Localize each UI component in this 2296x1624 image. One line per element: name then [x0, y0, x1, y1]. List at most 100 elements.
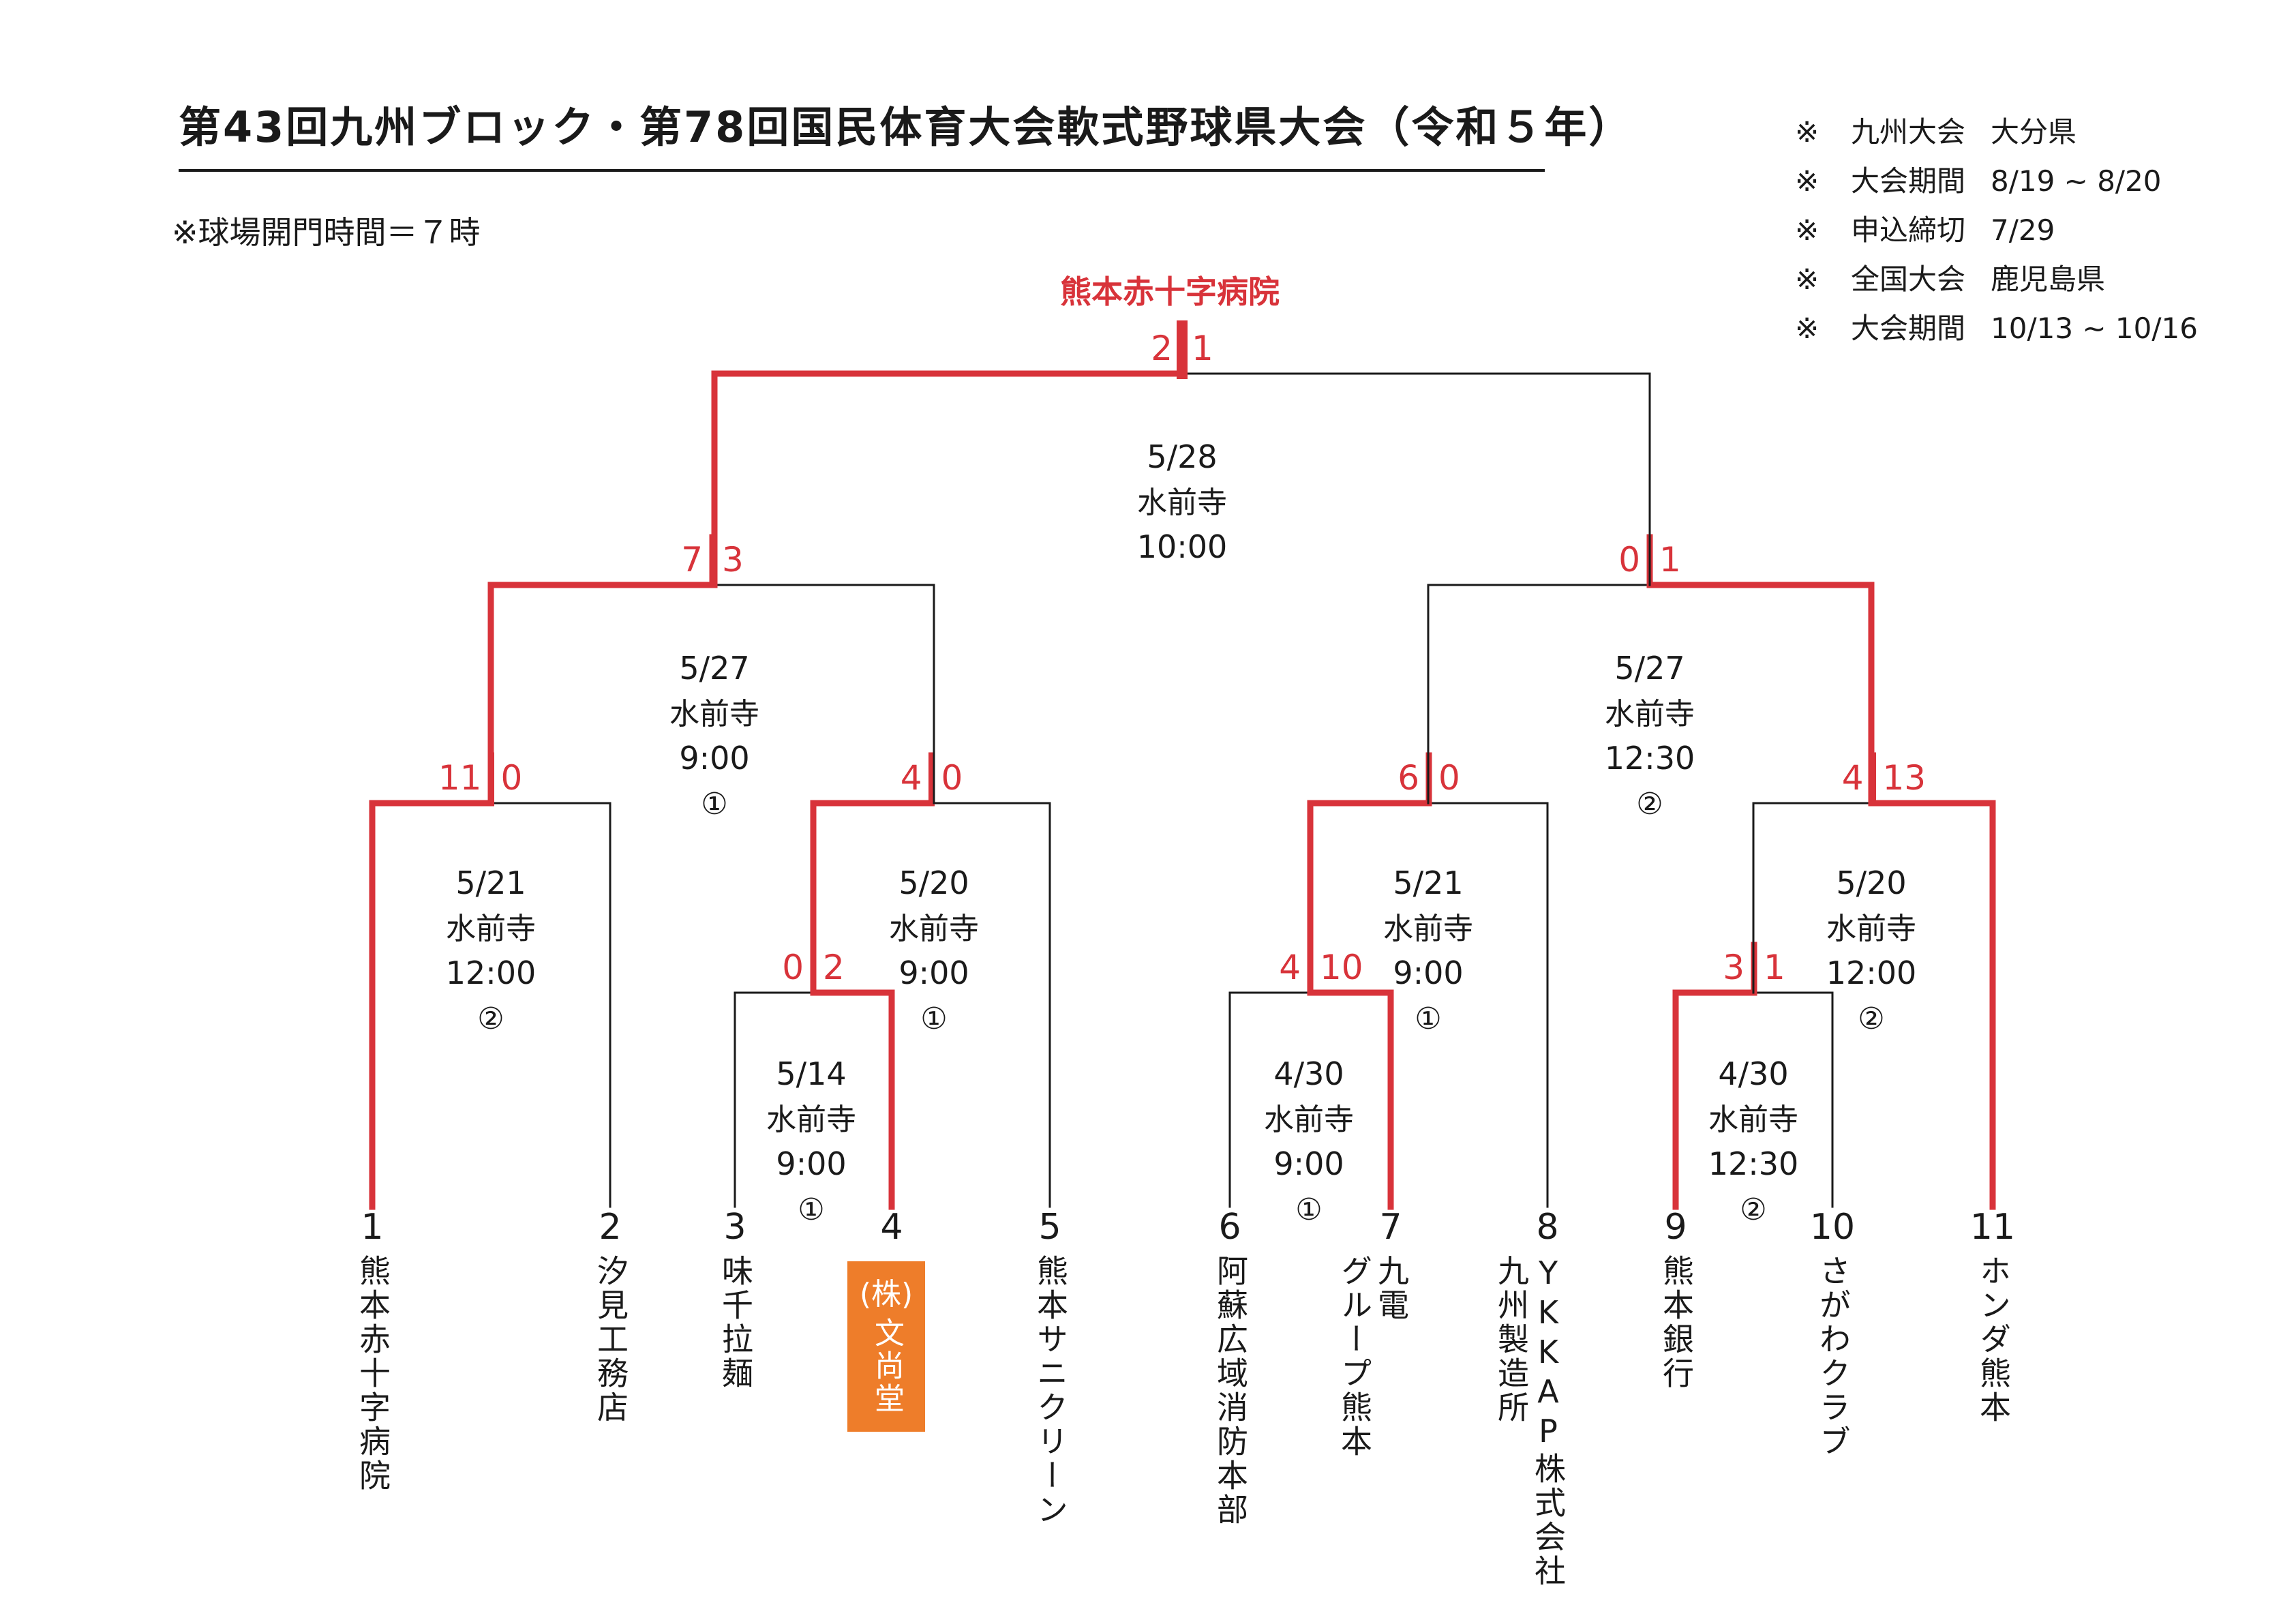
- game-field-g910: ②: [1740, 1192, 1766, 1227]
- game-time-sf2: 12:30: [1605, 740, 1695, 777]
- score-left-g910: 3: [1723, 948, 1744, 987]
- score-left-g911: 4: [1842, 758, 1864, 798]
- bracket-line-g78-loser: [1428, 802, 1549, 1208]
- score-left-sf1: 7: [681, 540, 703, 580]
- champion-name: 熊本赤十字病院: [1060, 273, 1280, 310]
- score-left-final: 2: [1151, 329, 1173, 368]
- game-time-g911: 12:00: [1826, 954, 1917, 991]
- score-right-sf1: 3: [722, 540, 744, 580]
- note-kyushu-period: ※ 大会期間 8/19 ~ 8/20: [1795, 157, 2198, 206]
- game-time-g34: 9:00: [776, 1145, 846, 1182]
- game-time-g910: 12:30: [1708, 1145, 1799, 1182]
- note-national-host: ※全国大会鹿児島県: [1795, 255, 2198, 304]
- note-value: 8/19 ~ 8/20: [1991, 164, 2162, 198]
- score-left-sf2: 0: [1618, 540, 1640, 580]
- note-mark: ※: [1795, 312, 1819, 345]
- game-date-g12: 5/21: [455, 864, 526, 901]
- bracket-line-g910-loser: [1753, 991, 1834, 1208]
- score-right-g12: 0: [501, 758, 523, 798]
- note-mark: ※: [1795, 164, 1819, 198]
- team-name-badge-4: (株)文尚堂: [847, 1261, 925, 1432]
- note-label: 九州大会: [1851, 115, 1966, 149]
- game-field-sf2: ②: [1636, 787, 1663, 822]
- score-right-g911: 13: [1883, 758, 1927, 798]
- team-number-3: 3: [723, 1207, 746, 1248]
- team-name-5: 熊本サニクリーン: [1032, 1254, 1069, 1527]
- game-field-g12: ②: [477, 1002, 504, 1036]
- note-value: 大分県: [1991, 115, 2077, 149]
- bracket-line-final-loser: [1181, 372, 1651, 586]
- game-date-g910: 4/30: [1718, 1055, 1788, 1092]
- bracket-line-g911-loser: [1752, 802, 1874, 994]
- game-date-g34: 5/14: [776, 1055, 846, 1092]
- game-field-g78: ①: [1415, 1002, 1441, 1036]
- game-time-g67: 9:00: [1273, 1145, 1344, 1182]
- team-name-7-line2: 九電: [1373, 1254, 1410, 1323]
- game-venue-g45: 水前寺: [889, 912, 979, 946]
- bracket-line-g67-loser: [1228, 991, 1312, 1208]
- game-date-final: 5/28: [1147, 438, 1217, 475]
- team-name-6: 阿蘇広域消防本部: [1212, 1254, 1249, 1527]
- bracket-line-final-winner: [711, 322, 1185, 588]
- score-right-final: 1: [1192, 329, 1213, 368]
- team-name-2: 汐見工務店: [592, 1254, 629, 1425]
- note-value: 7/29: [1991, 213, 2055, 247]
- note-kyushu-host: ※ 九州大会大分県: [1795, 108, 2198, 157]
- score-left-g12: 11: [438, 758, 482, 798]
- game-field-g45: ①: [920, 1002, 947, 1036]
- game-venue-g34: 水前寺: [766, 1102, 856, 1137]
- bracket-line-g45-winner: [810, 752, 935, 996]
- game-venue-g911: 水前寺: [1826, 912, 1916, 946]
- game-date-g45: 5/20: [898, 864, 969, 901]
- note-deadline: ※ 申込締切 7/29: [1795, 206, 2198, 255]
- note-label: 大会期間: [1851, 164, 1966, 198]
- team-number-5: 5: [1038, 1207, 1061, 1248]
- team-number-2: 2: [599, 1207, 622, 1248]
- bracket-line-g45-loser: [931, 802, 1051, 1208]
- game-venue-final: 水前寺: [1137, 485, 1227, 520]
- game-date-g78: 5/21: [1393, 864, 1463, 901]
- note-mark: ※: [1795, 115, 1819, 149]
- gate-open-note: ※球場開門時間＝７時: [172, 214, 481, 251]
- score-right-g67: 10: [1320, 948, 1363, 987]
- team-name-9: 熊本銀行: [1658, 1254, 1695, 1391]
- note-label: 全国大会: [1851, 262, 1966, 296]
- bracket-line-sf1-loser: [711, 584, 935, 805]
- team-number-11: 11: [1969, 1207, 2016, 1248]
- team-number-7: 7: [1379, 1207, 1402, 1248]
- note-value: 鹿児島県: [1991, 262, 2106, 296]
- game-venue-sf1: 水前寺: [669, 697, 759, 732]
- team-number-6: 6: [1218, 1207, 1241, 1248]
- team-name-11: ホンダ熊本: [1975, 1254, 2012, 1425]
- game-field-g911: ②: [1858, 1002, 1884, 1036]
- page-title: 第43回九州ブロック・第78回国民体育大会軟式野球県大会（令和５年）: [179, 102, 1633, 152]
- game-date-g67: 4/30: [1273, 1055, 1344, 1092]
- note-label: 申込締切: [1851, 213, 1966, 247]
- score-left-g78: 6: [1398, 758, 1419, 798]
- badge-prefix: (株): [859, 1277, 913, 1312]
- bracket-line-sf2-loser: [1427, 584, 1651, 805]
- game-venue-sf2: 水前寺: [1605, 697, 1695, 732]
- title-underline: [179, 169, 1545, 172]
- game-date-sf1: 5/27: [679, 650, 749, 687]
- team-name-8-line2: YKKAP株式会社: [1530, 1254, 1567, 1589]
- team-name-1: 熊本赤十字病院: [354, 1254, 391, 1493]
- game-venue-g78: 水前寺: [1383, 912, 1473, 946]
- game-time-sf1: 9:00: [679, 740, 749, 777]
- score-right-g910: 1: [1764, 948, 1785, 987]
- team-number-9: 9: [1664, 1207, 1687, 1248]
- team-number-1: 1: [361, 1207, 384, 1248]
- team-name-7-line1: グループ熊本: [1336, 1254, 1373, 1459]
- team-name-3: 味千拉麺: [717, 1254, 754, 1391]
- score-right-sf2: 1: [1659, 540, 1681, 580]
- team-number-8: 8: [1536, 1207, 1559, 1248]
- game-field-g67: ①: [1295, 1192, 1322, 1227]
- game-venue-g12: 水前寺: [446, 912, 536, 946]
- note-mark: ※: [1795, 213, 1819, 247]
- team-name-10: さがわクラブ: [1815, 1254, 1852, 1459]
- game-time-g78: 9:00: [1393, 954, 1463, 991]
